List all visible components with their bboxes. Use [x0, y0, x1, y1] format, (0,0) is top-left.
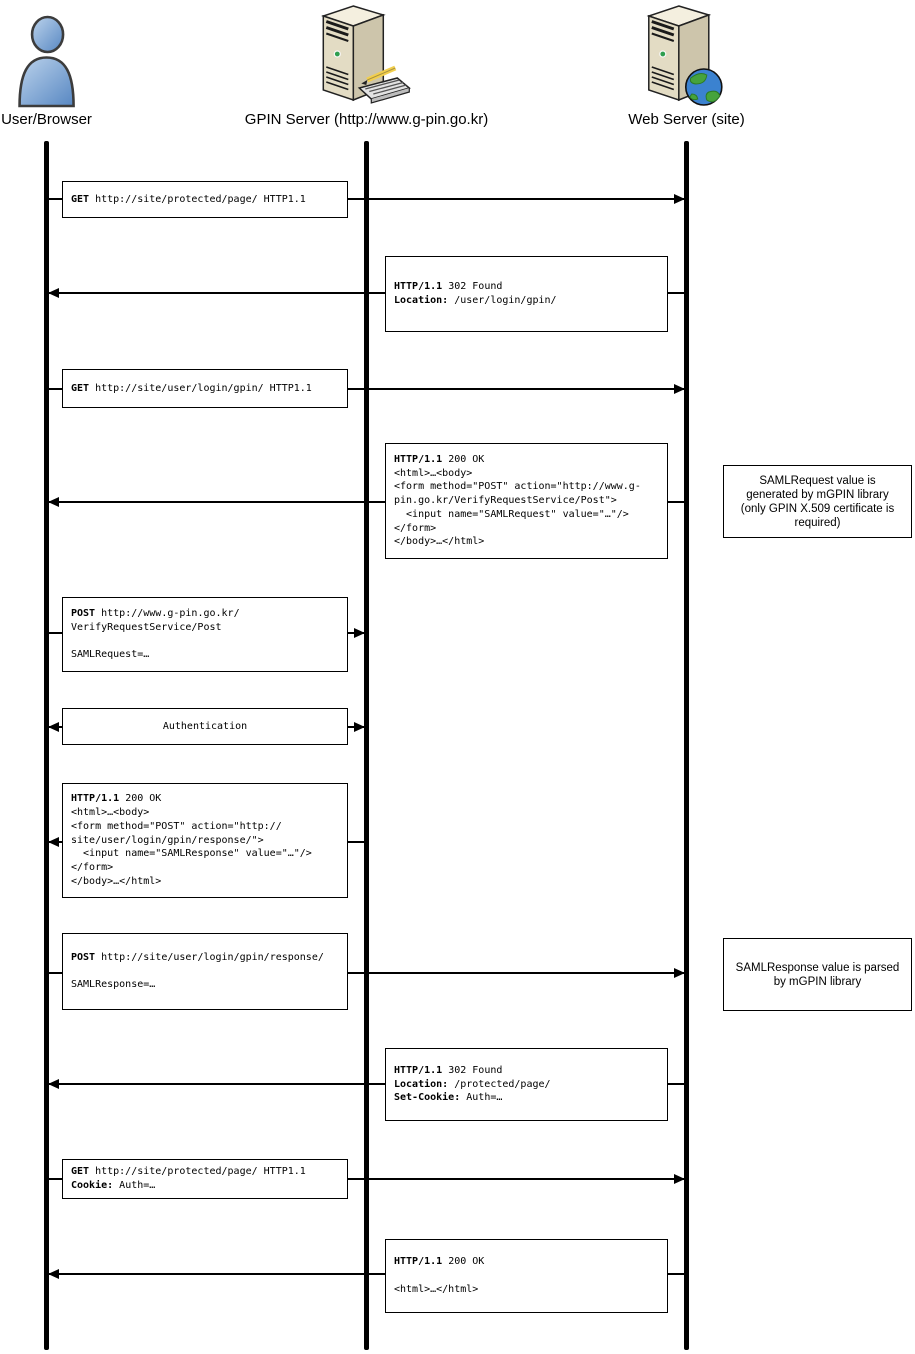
message-text-line: HTTP/1.1 200 OK [394, 453, 485, 465]
arrowhead-left-icon [48, 1079, 59, 1089]
actor-web: Web Server (site) [628, 0, 745, 128]
arrowhead-right-icon [354, 722, 365, 732]
message-text-line: <form method="POST" action="http:// [71, 820, 282, 832]
pencil-icon [361, 65, 397, 85]
message-text-line: GET http://site/protected/page/ HTTP1.1 [71, 1166, 306, 1178]
globe-icon [684, 68, 723, 106]
actor-label-web: Web Server (site) [628, 111, 745, 128]
message-line-4 [46, 501, 687, 503]
message-text-line: <form method="POST" action="http://www.g… [394, 481, 641, 493]
arrowhead-left-icon [48, 837, 59, 847]
message-text-line [71, 965, 339, 979]
message-text-line: Location: /user/login/gpin/ [394, 295, 557, 306]
message-text-line: pin.go.kr/VerifyRequestService/Post"> [394, 495, 617, 507]
message-text-line: HTTP/1.1 200 OK [71, 793, 162, 805]
message-box-1: GET http://site/protected/page/ HTTP1.1 [62, 181, 348, 218]
server-tower-icon [321, 5, 386, 102]
note-1: SAMLRequest value is generated by mGPIN … [723, 465, 912, 538]
message-text-line: Authentication [162, 720, 248, 732]
message-text-line: <input name="SAMLRequest" value="…"/> [394, 508, 629, 520]
actor-user: User/Browser [1, 0, 92, 128]
message-text-line: </form> [71, 862, 114, 874]
message-text-line: <html>…<body> [71, 807, 150, 818]
message-line-10 [46, 1178, 687, 1180]
message-text-line: HTTP/1.1 302 Found [394, 281, 503, 293]
message-text-line: POST http://site/user/login/gpin/respons… [71, 951, 324, 963]
server-keyboard-icon [321, 5, 412, 104]
message-text-line: VerifyRequestService/Post [71, 621, 222, 633]
person-icon [18, 15, 75, 108]
note-2: SAMLResponse value is parsed by mGPIN li… [723, 938, 912, 1011]
arrowhead-left-icon [48, 497, 59, 507]
arrowhead-left-icon [48, 288, 59, 298]
arrowhead-right-icon [674, 194, 685, 204]
arrowhead-left-icon [48, 1269, 59, 1279]
lifeline-user [44, 141, 49, 1350]
message-line-3 [46, 388, 687, 390]
arrowhead-left-icon [48, 722, 59, 732]
message-box-6: Authentication [62, 708, 348, 745]
message-text-line: GET http://site/user/login/gpin/ HTTP1.1 [71, 382, 312, 394]
message-box-11: HTTP/1.1 200 OK <html>…</html> [385, 1239, 668, 1313]
message-text-line: </form> [394, 522, 437, 534]
message-box-7: HTTP/1.1 200 OK <html>…<body> <form method… [62, 783, 348, 898]
arrowhead-right-icon [354, 628, 365, 638]
message-text-line: site/user/login/gpin/response/"> [71, 834, 264, 846]
message-text-line [71, 635, 339, 649]
message-line-11 [46, 1273, 687, 1275]
arrowhead-right-icon [674, 384, 685, 394]
message-text-line: <html>…</html> [394, 1283, 479, 1295]
message-text-line: </body>…</html> [394, 536, 485, 548]
message-line-9 [46, 1083, 687, 1085]
message-box-3: GET http://site/user/login/gpin/ HTTP1.1 [62, 369, 348, 408]
message-text-line: HTTP/1.1 200 OK [394, 1256, 485, 1268]
message-text-line [394, 1269, 659, 1283]
message-text-line: <input name="SAMLResponse" value="…"/> [71, 848, 312, 860]
message-text-line: SAMLRequest=… [71, 649, 150, 661]
message-text-line: </body>…</html> [71, 875, 162, 887]
message-text-line: Location: /protected/page/ [394, 1078, 551, 1090]
message-line-2 [46, 292, 687, 294]
message-text-line: POST http://www.g-pin.go.kr/ [71, 607, 240, 619]
lifeline-gpin [364, 141, 369, 1350]
message-box-8: POST http://site/user/login/gpin/respons… [62, 933, 348, 1010]
message-text-line: Cookie: Auth=… [71, 1180, 156, 1191]
arrowhead-right-icon [674, 968, 685, 978]
message-text-line: Set-Cookie: Auth=… [394, 1092, 503, 1104]
message-text-line: SAMLResponse=… [71, 979, 156, 991]
keyboard-icon [357, 77, 412, 104]
actor-label-user: User/Browser [1, 111, 92, 128]
message-text-line: GET http://site/protected/page/ HTTP1.1 [71, 193, 306, 205]
server-globe-icon [646, 5, 723, 106]
actor-label-gpin: GPIN Server (http://www.g-pin.go.kr) [244, 111, 489, 128]
message-text-line: <html>…<body> [394, 467, 473, 479]
lifeline-web [684, 141, 689, 1350]
message-line-1 [46, 198, 687, 200]
message-line-8 [46, 972, 687, 974]
arrowhead-right-icon [674, 1174, 685, 1184]
message-box-5: POST http://www.g-pin.go.kr/VerifyReques… [62, 597, 348, 672]
actor-gpin: GPIN Server (http://www.g-pin.go.kr) [245, 0, 488, 128]
message-box-4: HTTP/1.1 200 OK <html>…<body> <form method… [385, 443, 668, 559]
message-text-line: HTTP/1.1 302 Found [394, 1064, 503, 1076]
